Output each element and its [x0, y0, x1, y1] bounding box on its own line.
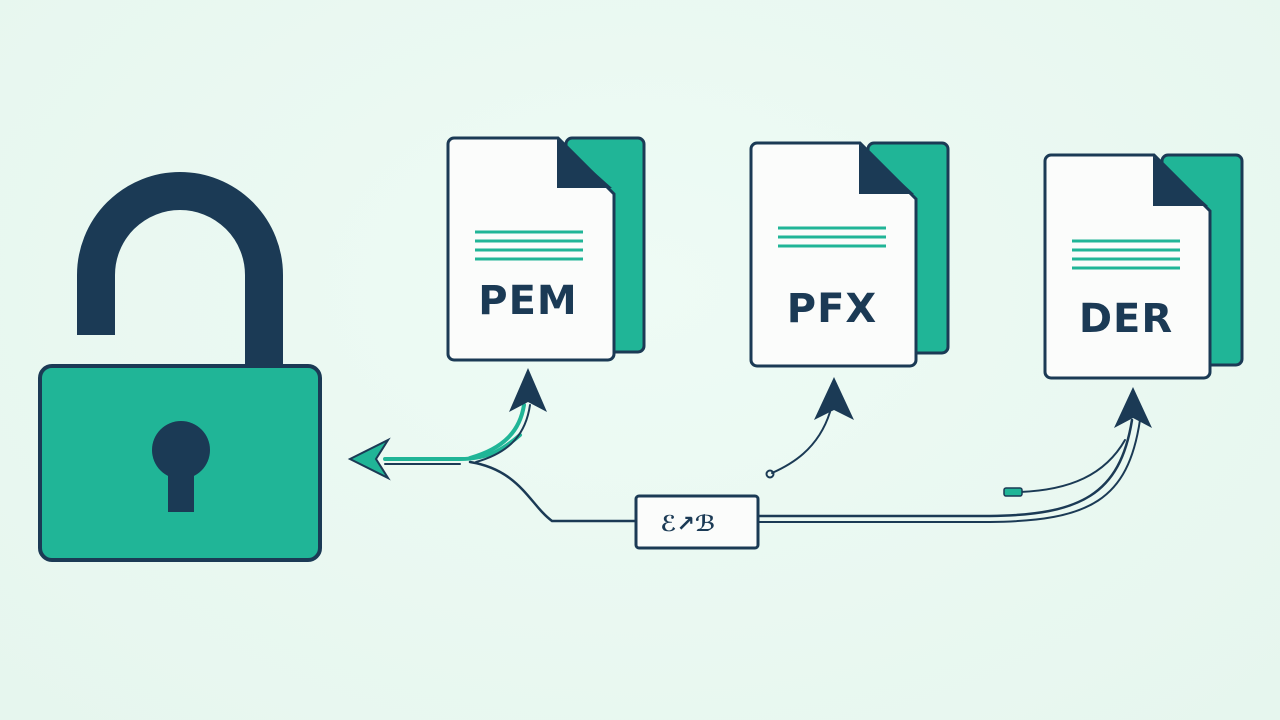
file-label-pem: PEM: [478, 278, 577, 324]
connector-to-pfx: [771, 411, 831, 474]
file-der: DER: [1043, 153, 1244, 380]
file-pem: PEM: [446, 136, 646, 362]
connector-lines: [347, 368, 1152, 523]
connector-to-der: [756, 418, 1134, 518]
arrowhead-to-pfx: [814, 377, 854, 420]
document-icon: [749, 141, 918, 368]
padlock-shackle: [77, 172, 283, 372]
padlock-icon: [38, 172, 322, 562]
arrowhead-to-pem: [509, 368, 547, 412]
file-pfx: PFX: [749, 141, 950, 368]
converter-box: ℰ↗ℬ: [634, 494, 760, 550]
connector-to-pem: [468, 403, 526, 460]
arrowhead-to-der: [1114, 387, 1152, 428]
file-label-der: DER: [1079, 296, 1173, 342]
arrowhead-to-padlock: [347, 437, 391, 481]
converter-glyph: ℰ↗ℬ: [661, 512, 716, 537]
keyhole-icon: [152, 421, 210, 512]
file-label-pfx: PFX: [787, 286, 877, 332]
